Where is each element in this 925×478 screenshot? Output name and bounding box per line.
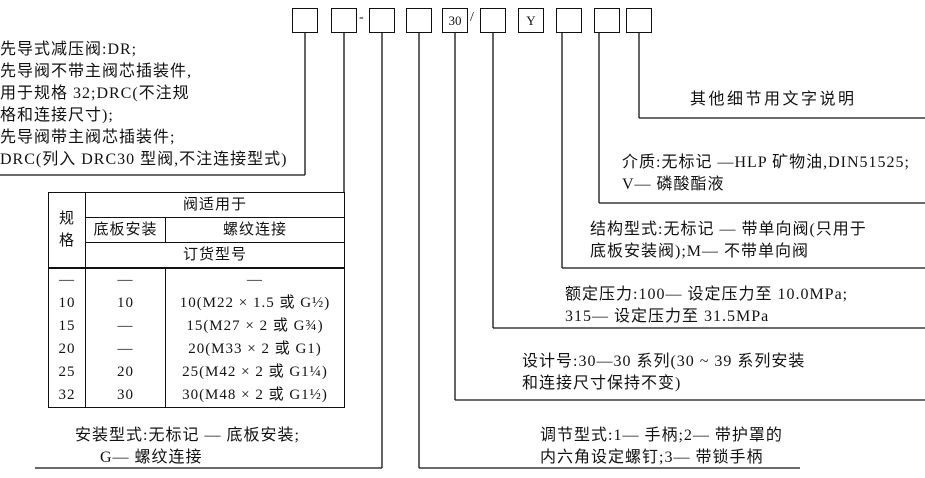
table-header-row: 订货型号 — [49, 242, 346, 269]
table-cell: 10 — [85, 292, 166, 315]
adjustment-note: 调节型式:1— 手柄;2— 带护罩的 内六角设定螺钉;3— 带锁手柄 — [540, 425, 783, 469]
table-row: 32 30 30(M48 × 2 或 G1½) — [48, 384, 346, 408]
code-box-size — [331, 8, 357, 33]
code-box-mounting — [369, 8, 395, 33]
design-number-line: 设计号:30—30 系列(30 ~ 39 系列安装 — [522, 353, 806, 370]
table-row: 25 20 25(M42 × 2 或 G1¼) — [48, 361, 346, 384]
structure-note: 结构型式:无标记 — 带单向阀(只用于 底板安装阀);M— 不带单向阀 — [590, 219, 867, 263]
code-dash: - — [359, 10, 364, 25]
valve-for-header: 阀适用于 — [84, 192, 346, 218]
table-row: 10 10 10(M22 × 1.5 或 G½) — [48, 292, 346, 315]
medium-line: V— 磷酸酯液 — [622, 176, 725, 193]
table-cell: 10 — [48, 292, 86, 315]
table-cell: — — [164, 267, 346, 292]
size-table: 规 格 阀适用于 底板安装 螺纹连接 订货型号 — — — 10 10 10(M… — [48, 192, 346, 408]
table-cell: 32 — [48, 384, 86, 408]
rated-pressure-line: 额定压力:100— 设定压力至 10.0MPa; — [565, 286, 849, 303]
pilot-type-note: 先导式减压阀:DR; 先导阀不带主阀芯插装件, 用于规格 32;DRC(不注规 … — [0, 39, 287, 171]
rated-pressure-note: 额定压力:100— 设定压力至 10.0MPa; 315— 设定压力至 31.5… — [565, 284, 848, 328]
table-cell: 25 — [48, 361, 86, 384]
table-cell: 30 — [85, 384, 166, 408]
table-cell: 15 — [48, 315, 86, 338]
adjustment-line: 调节型式:1— 手柄;2— 带护罩的 — [540, 427, 783, 444]
table-cell: — — [85, 267, 166, 292]
table-row: 20 — 20(M33 × 2 或 G1) — [48, 338, 346, 361]
code-box-pilot-type — [292, 8, 318, 33]
table-cell: — — [48, 267, 86, 292]
adjustment-line: 内六角设定螺钉;3— 带锁手柄 — [540, 449, 764, 466]
code-box-design-number: 30 — [442, 8, 468, 33]
pilot-type-line: 先导式减压阀:DR; — [0, 41, 138, 58]
table-cell: 20 — [48, 338, 86, 361]
table-cell: 25(M42 × 2 或 G1¼) — [164, 361, 346, 384]
other-details-note: 其他细节用文字说明 — [690, 91, 857, 108]
table-row: 15 — 15(M27 × 2 或 G¾) — [48, 315, 346, 338]
structure-line: 底板安装阀);M— 不带单向阀 — [590, 243, 810, 260]
table-header-row: 规 格 阀适用于 — [48, 192, 346, 269]
table-cell: 15(M27 × 2 或 G¾) — [164, 315, 346, 338]
code-box-medium — [594, 8, 620, 33]
rated-pressure-line: 315— 设定压力至 31.5MPa — [565, 308, 770, 325]
table-cell: — — [85, 315, 166, 338]
pilot-type-line: DRC(列入 DRC30 型阀,不注连接型式) — [0, 151, 288, 168]
table-cell: 20(M33 × 2 或 G1) — [164, 338, 346, 361]
medium-note: 介质:无标记 —HLP 矿物油,DIN51525; V— 磷酸酯液 — [622, 152, 910, 196]
threaded-header: 螺纹连接 — [164, 217, 346, 243]
spec-header-char: 规 — [58, 211, 75, 227]
pilot-type-line: 格和连接尺寸); — [0, 107, 114, 124]
structure-line: 结构型式:无标记 — 带单向阀(只用于 — [590, 221, 867, 238]
table-header-row: 底板安装 螺纹连接 — [49, 217, 346, 243]
code-box-y: Y — [518, 8, 544, 33]
pilot-type-line: 先导阀带主阀芯插装件; — [0, 129, 176, 146]
spec-header-char: 格 — [58, 233, 75, 249]
table-cell: 10(M22 × 1.5 或 G½) — [164, 292, 346, 315]
pilot-type-line: 先导阀不带主阀芯插装件, — [0, 63, 193, 80]
design-number-note: 设计号:30—30 系列(30 ~ 39 系列安装 和连接尺寸保持不变) — [522, 351, 805, 395]
code-box-structure — [556, 8, 582, 33]
spec-header-cell: 规 格 — [48, 192, 86, 269]
mounting-line: G— 螺纹连接 — [100, 449, 203, 466]
medium-line: 介质:无标记 —HLP 矿物油,DIN51525; — [622, 154, 910, 171]
table-cell: 30(M48 × 2 或 G1½) — [164, 384, 346, 408]
pilot-type-line: 用于规格 32;DRC(不注规 — [0, 85, 190, 102]
code-slash: / — [470, 10, 474, 25]
subplate-header: 底板安装 — [85, 217, 166, 243]
table-cell: 20 — [85, 361, 166, 384]
code-box-rated-pressure — [480, 8, 506, 33]
mounting-line: 安装型式:无标记 — 底板安装; — [75, 427, 300, 444]
table-row: — — — — [48, 267, 346, 292]
design-number-line: 和连接尺寸保持不变) — [522, 375, 682, 392]
code-box-other-details — [626, 8, 652, 33]
table-cell: — — [85, 338, 166, 361]
order-code-header: 订货型号 — [84, 242, 346, 269]
code-box-adjustment — [406, 8, 432, 33]
